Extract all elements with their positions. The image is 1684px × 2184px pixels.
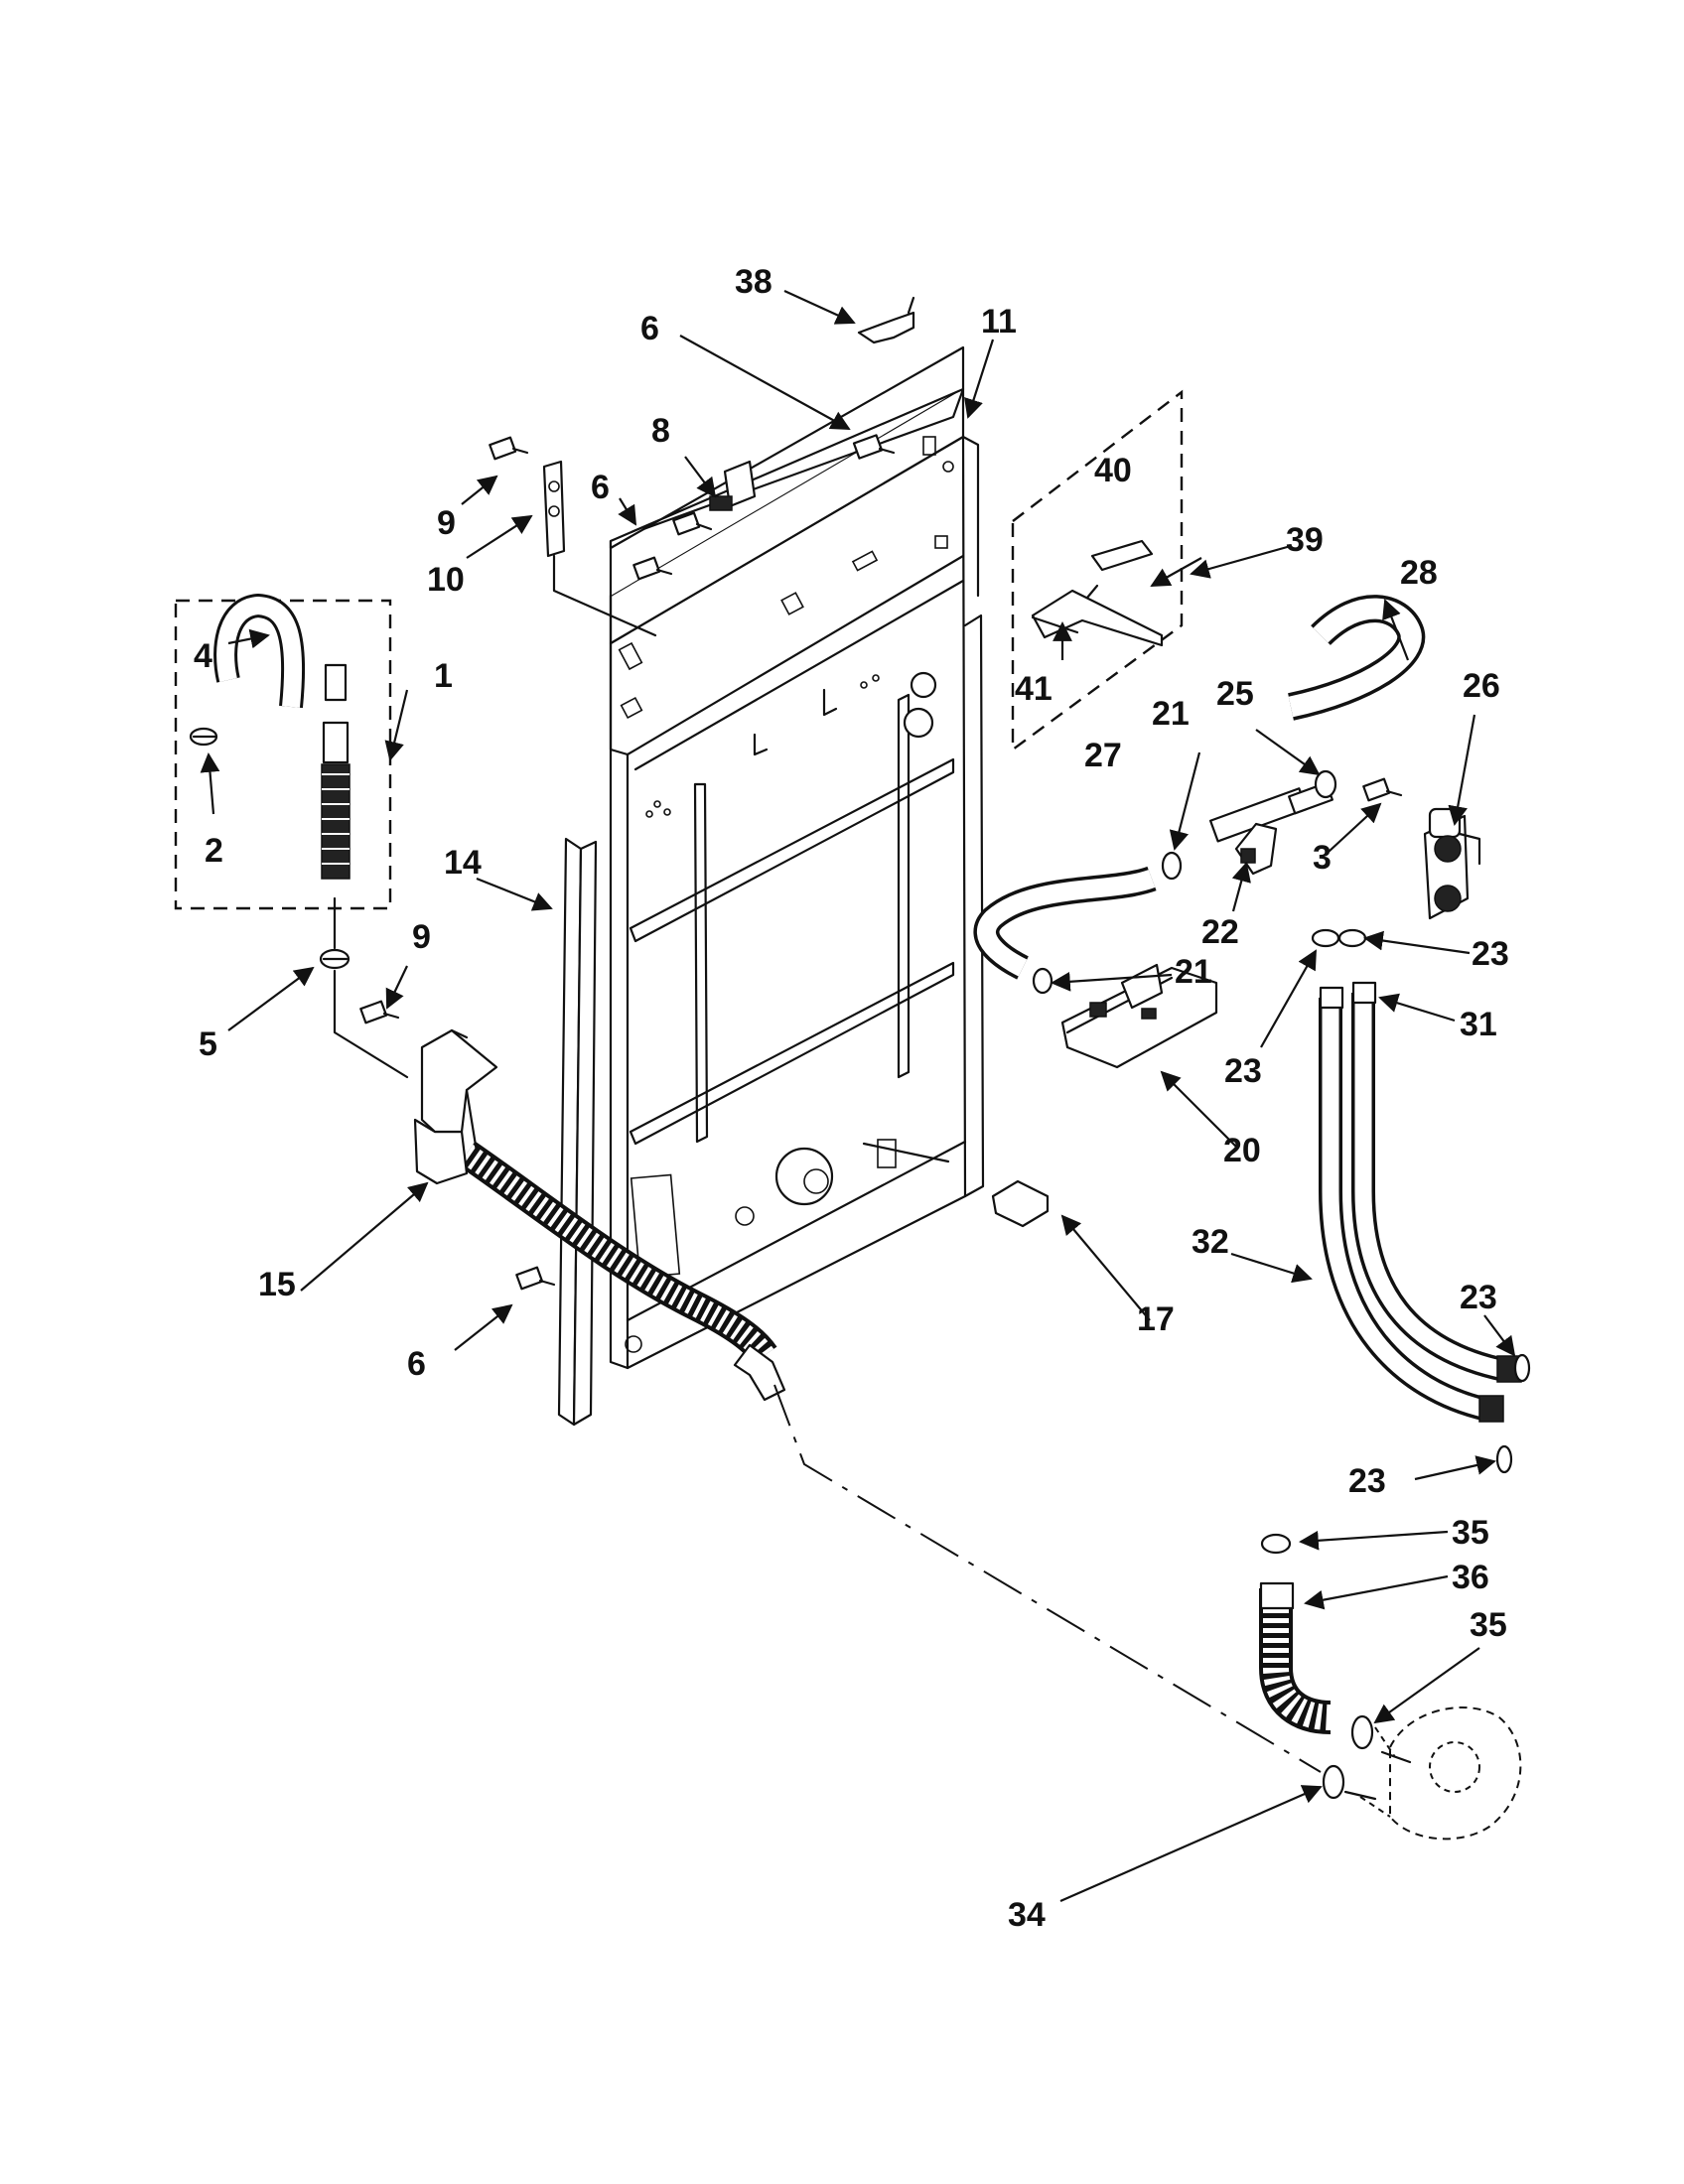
callout-39: 39	[1286, 521, 1324, 559]
clamp-25	[1314, 769, 1337, 799]
drain-hose	[458, 1141, 786, 1402]
washer-23-a	[1311, 928, 1340, 948]
screw-3	[1362, 777, 1403, 802]
callout-34: 34	[1008, 1896, 1046, 1934]
clip-38	[857, 296, 915, 344]
clamp-21-top	[1161, 851, 1183, 881]
callout-9b: 9	[412, 918, 431, 956]
callout-23c: 23	[1460, 1279, 1497, 1316]
callout-21a: 21	[1152, 695, 1190, 733]
screw-9-bottom	[359, 1000, 400, 1024]
clamp-34	[1322, 1764, 1345, 1800]
callout-41: 41	[1015, 670, 1052, 708]
callout-36: 36	[1452, 1559, 1489, 1596]
callout-26: 26	[1463, 667, 1500, 705]
callout-28: 28	[1400, 554, 1438, 592]
callout-40: 40	[1094, 452, 1132, 489]
bracket-41	[1031, 584, 1164, 647]
hose-27	[973, 866, 1157, 980]
drain-hose-end-1	[321, 721, 351, 880]
connector-drain-to-pump	[773, 1384, 1322, 1773]
hose-extension-4	[213, 593, 348, 709]
screw-6-mid1	[672, 511, 713, 536]
callout-4: 4	[194, 637, 212, 675]
label-40	[1090, 539, 1154, 572]
callout-27: 27	[1084, 737, 1122, 774]
callout-25: 25	[1216, 675, 1254, 713]
callout-22: 22	[1201, 913, 1239, 951]
callout-23d: 23	[1348, 1462, 1386, 1500]
side-brace	[557, 837, 598, 1427]
clamp-35-bottom	[1350, 1714, 1374, 1750]
callout-23a: 23	[1472, 935, 1509, 973]
callout-6b: 6	[591, 469, 610, 506]
valve-22	[1208, 781, 1333, 876]
screw-6-top	[852, 434, 896, 460]
callout-9a: 9	[437, 504, 456, 542]
leader-lines	[200, 289, 1516, 1903]
screw-9-top	[489, 436, 529, 461]
hose-28	[1288, 595, 1426, 721]
callout-8: 8	[651, 412, 670, 450]
fill-hoses	[1319, 981, 1522, 1423]
callout-35a: 35	[1452, 1514, 1489, 1552]
rear-panel	[609, 345, 985, 1370]
callout-6a: 6	[640, 310, 659, 347]
pump-phantom	[1359, 1706, 1522, 1841]
clip-8	[709, 460, 757, 511]
clip-17	[991, 1179, 1050, 1228]
clamp-5	[319, 948, 351, 970]
callout-32: 32	[1192, 1223, 1229, 1261]
callout-1: 1	[434, 657, 453, 695]
screw-6-bottom	[515, 1266, 556, 1291]
callout-20: 20	[1223, 1132, 1261, 1169]
callout-3: 3	[1313, 839, 1332, 877]
callout-15: 15	[258, 1266, 296, 1303]
washer-23-d	[1495, 1444, 1513, 1474]
callout-10: 10	[427, 561, 465, 599]
clamp-2	[189, 727, 218, 747]
clamp-35-top	[1260, 1533, 1292, 1555]
clamp-21-bottom	[1032, 967, 1053, 995]
pump-hose-36	[1259, 1581, 1332, 1734]
water-valve-26	[1423, 807, 1481, 920]
callout-2: 2	[205, 832, 223, 870]
hinge-10	[542, 460, 657, 637]
callout-35b: 35	[1470, 1606, 1507, 1644]
callout-labels: 1 2 3 4 5 6 6 6 8 9 9 10 11 14 15 17 20 …	[194, 263, 1509, 1934]
callout-6c: 6	[407, 1345, 426, 1383]
callout-17: 17	[1137, 1300, 1175, 1338]
screw-6-mid2	[632, 556, 673, 581]
drain-bracket	[413, 1028, 498, 1185]
callout-11: 11	[981, 303, 1017, 341]
dispenser-20	[1060, 963, 1218, 1069]
washer-23-c	[1513, 1353, 1531, 1383]
callout-14: 14	[444, 844, 482, 882]
callout-23b: 23	[1224, 1052, 1262, 1090]
callout-38: 38	[735, 263, 772, 301]
callout-5: 5	[199, 1025, 217, 1063]
callout-31: 31	[1460, 1006, 1497, 1043]
callout-21b: 21	[1175, 953, 1212, 991]
washer-23-b	[1337, 928, 1367, 948]
bracket-kit-box	[1011, 389, 1184, 752]
